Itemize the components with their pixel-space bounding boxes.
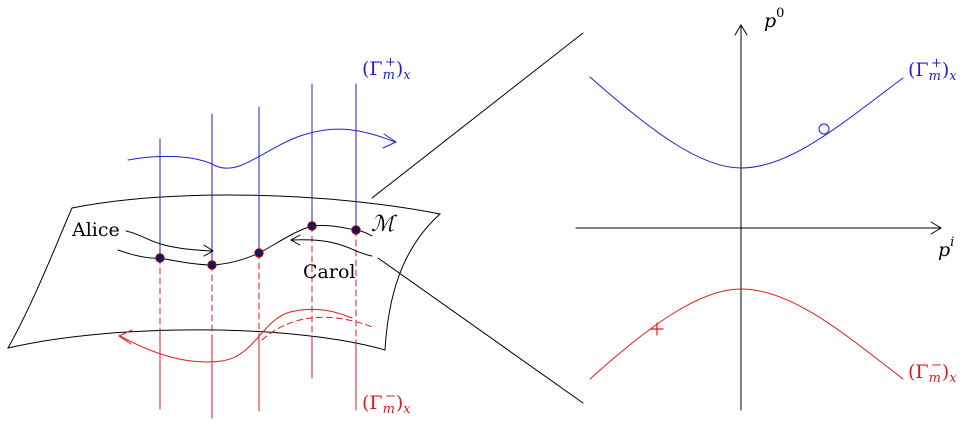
gamma-plus-right-label: (Γm+)x	[908, 56, 957, 84]
pi-axis-arrowhead	[930, 221, 942, 235]
event-point	[307, 221, 317, 231]
carol-label: Carol	[303, 261, 355, 283]
zoom-line-top	[371, 32, 584, 199]
upper-arrowhead	[382, 133, 398, 149]
alice-arrow	[125, 230, 213, 252]
event-points	[155, 221, 361, 270]
event-point	[254, 248, 264, 258]
lower-hyperboloid	[589, 288, 904, 380]
manifold-scene	[7, 32, 584, 419]
lower-fibres	[159, 225, 357, 419]
upper-branch-marker	[818, 123, 830, 135]
carol-arrowhead	[289, 234, 301, 246]
manifold-label: ℳ	[371, 212, 398, 237]
upper-hyperboloid	[589, 76, 904, 169]
p0-axis-arrowhead	[734, 24, 748, 36]
momentum-space	[575, 24, 942, 411]
alice-label: Alice	[71, 219, 120, 241]
lower-section-arrow	[119, 308, 353, 363]
pi-axis-label: pi	[938, 235, 954, 261]
upper-section-arrow	[127, 128, 396, 169]
gamma-minus-left-label: (Γm−)x	[362, 389, 411, 417]
event-point	[155, 253, 165, 263]
gamma-plus-left-label: (Γm+)x	[362, 55, 411, 83]
upper-fibres	[159, 83, 357, 266]
event-point	[351, 225, 361, 235]
carol-arrow	[291, 239, 373, 257]
lower-arrowhead	[117, 329, 133, 345]
gamma-minus-right-label: (Γm−)x	[908, 358, 957, 386]
lower-branch-marker	[650, 322, 664, 336]
zoom-line-bottom	[377, 257, 584, 404]
event-point	[207, 260, 217, 270]
manifold-surface	[7, 194, 442, 351]
p0-axis-label: p0	[764, 6, 784, 32]
alice-arrowhead	[203, 244, 214, 257]
